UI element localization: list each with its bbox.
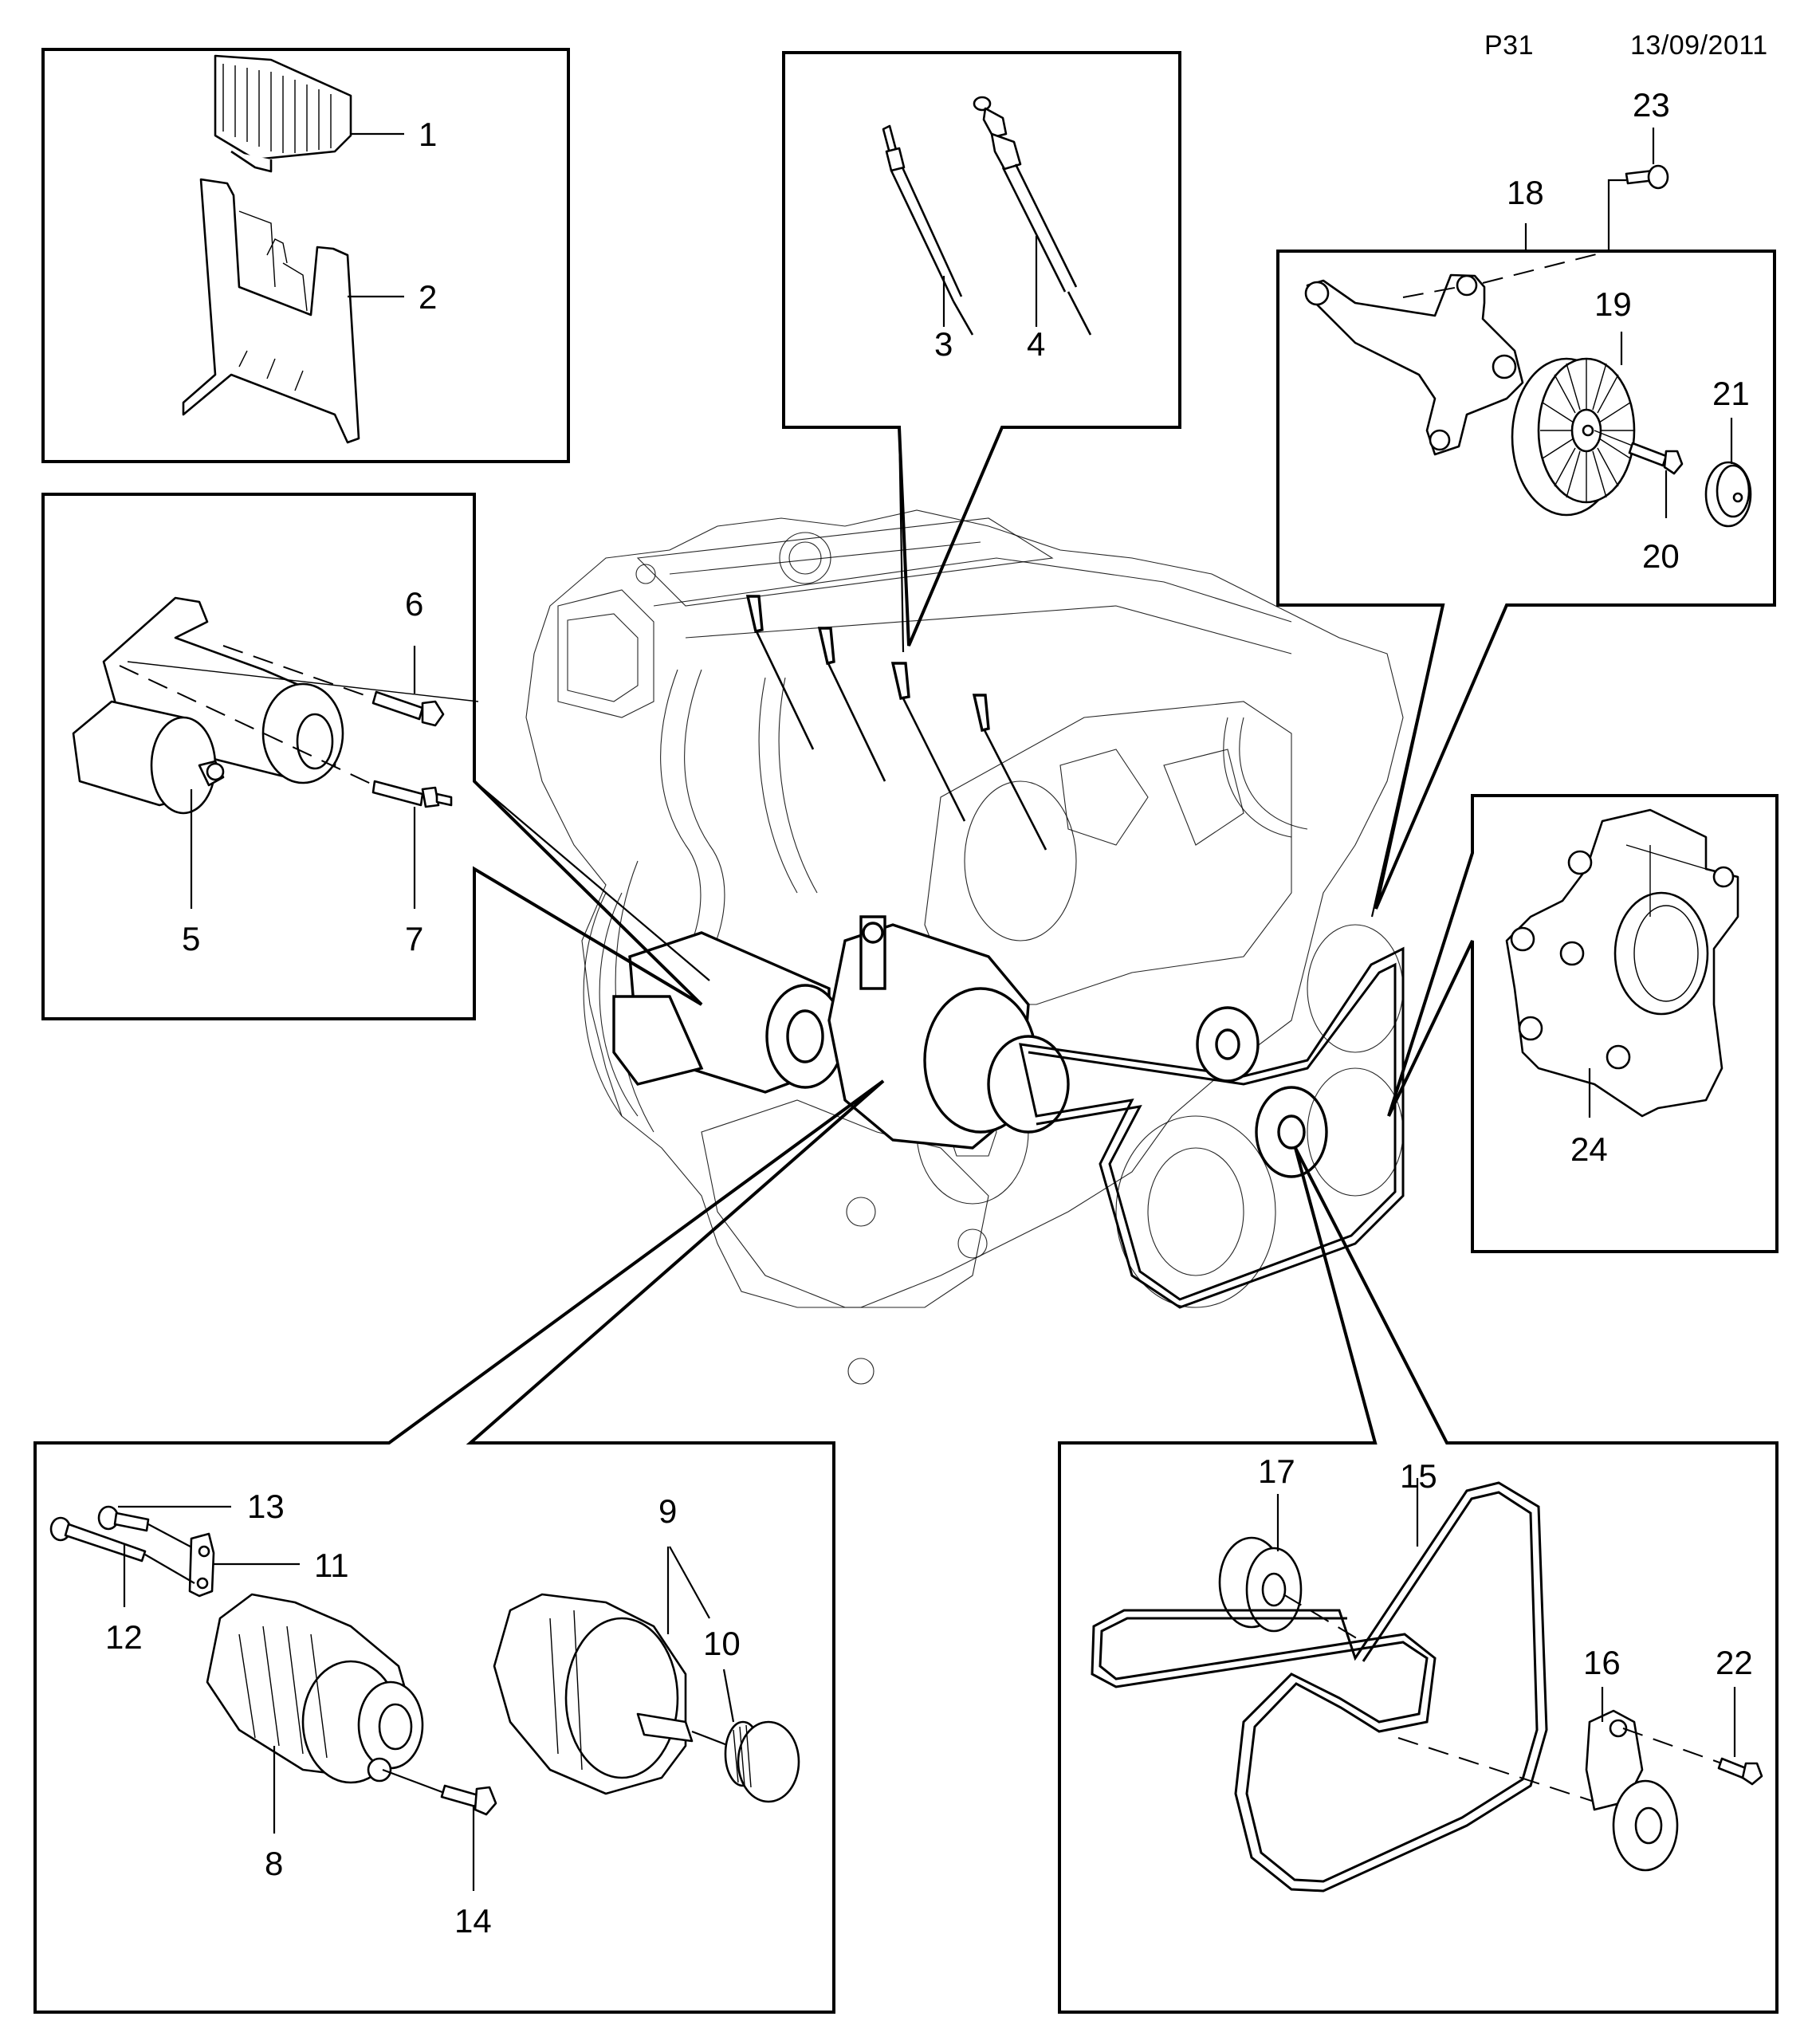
idler-pulley-17-drawing	[1218, 1536, 1303, 1633]
callout-label-13: 13	[247, 1488, 285, 1525]
page-date: 13/09/2011	[1630, 30, 1768, 61]
installed-glow-plugs	[745, 595, 1047, 851]
engine-assembly	[525, 509, 1405, 1385]
callout-label-3: 3	[934, 325, 953, 363]
alternator-bolt-13-drawing	[97, 1505, 150, 1532]
callout-box-belt-drive: 17 15 16 22	[1058, 1147, 1779, 2014]
callout-label-14: 14	[454, 1902, 492, 1940]
alternator-bolt-14-drawing	[440, 1784, 497, 1816]
callout-label-22: 22	[1716, 1644, 1753, 1681]
drive-belt-15-drawing	[1091, 1481, 1548, 1893]
bracket-bolt-23-drawing	[1625, 164, 1669, 190]
callout-label-20: 20	[1642, 537, 1680, 575]
starter-motor-drawing	[72, 596, 479, 815]
accessory-bracket-24-drawing	[1505, 808, 1739, 1118]
callout-label-21: 21	[1712, 375, 1750, 412]
tensioner-16-drawing	[1585, 1709, 1679, 1872]
installed-belt-drive	[1019, 924, 1405, 1309]
starter-stud-7-drawing	[371, 780, 453, 808]
callout-label-2: 2	[419, 278, 437, 316]
callout-box-glow-module: 1 2	[41, 48, 570, 463]
callout-box-glow-plugs: 3 4	[782, 51, 1181, 653]
pulley-bolt-20-drawing	[1594, 430, 1684, 475]
callout-label-16: 16	[1583, 1644, 1621, 1681]
dust-cap-21-drawing	[1704, 461, 1752, 528]
bracket-plate-11-drawing	[188, 1532, 215, 1598]
glow-plug-3-drawing	[882, 124, 974, 336]
installed-starter	[612, 931, 845, 1094]
callout-box-idler-bracket: 18 23 19	[1276, 86, 1776, 918]
callout-label-17: 17	[1258, 1452, 1295, 1490]
callout-label-5: 5	[182, 920, 200, 957]
idler-bracket-drawing	[1304, 273, 1524, 456]
callout-label-10: 10	[703, 1625, 741, 1662]
callout-label-8: 8	[265, 1845, 283, 1882]
glow-plug-4-drawing	[973, 96, 1092, 336]
callout-label-18: 18	[1507, 174, 1544, 211]
starter-bolt-6-drawing	[371, 690, 445, 727]
alternator-8-drawing	[206, 1593, 424, 1784]
callout-label-4: 4	[1027, 325, 1045, 363]
page-code: P31	[1484, 30, 1534, 61]
alternator-9-drawing	[493, 1593, 694, 1795]
callout-label-6: 6	[405, 585, 423, 623]
callout-box-accessory-bracket: 24	[1387, 794, 1779, 1253]
callout-box-starter: 6 7 5	[41, 493, 710, 1020]
callout-label-1: 1	[419, 116, 437, 153]
callout-label-15: 15	[1400, 1457, 1437, 1495]
callout-label-12: 12	[105, 1618, 143, 1656]
installed-alternator	[827, 915, 1070, 1150]
glow-control-module-drawing	[214, 54, 352, 173]
callout-box-alternator: 13 11 12 8	[33, 1079, 885, 2014]
callout-label-24: 24	[1570, 1130, 1608, 1168]
module-bracket-drawing	[182, 178, 360, 444]
callout-label-11: 11	[314, 1547, 349, 1584]
alternator-pulley-10-drawing	[724, 1720, 800, 1803]
tensioner-bolt-22-drawing	[1717, 1757, 1763, 1786]
callout-label-23: 23	[1633, 86, 1670, 124]
callout-label-9: 9	[658, 1492, 677, 1530]
idler-pulley-19-drawing	[1511, 357, 1636, 517]
callout-label-7: 7	[405, 920, 423, 957]
callout-label-19: 19	[1594, 285, 1632, 323]
